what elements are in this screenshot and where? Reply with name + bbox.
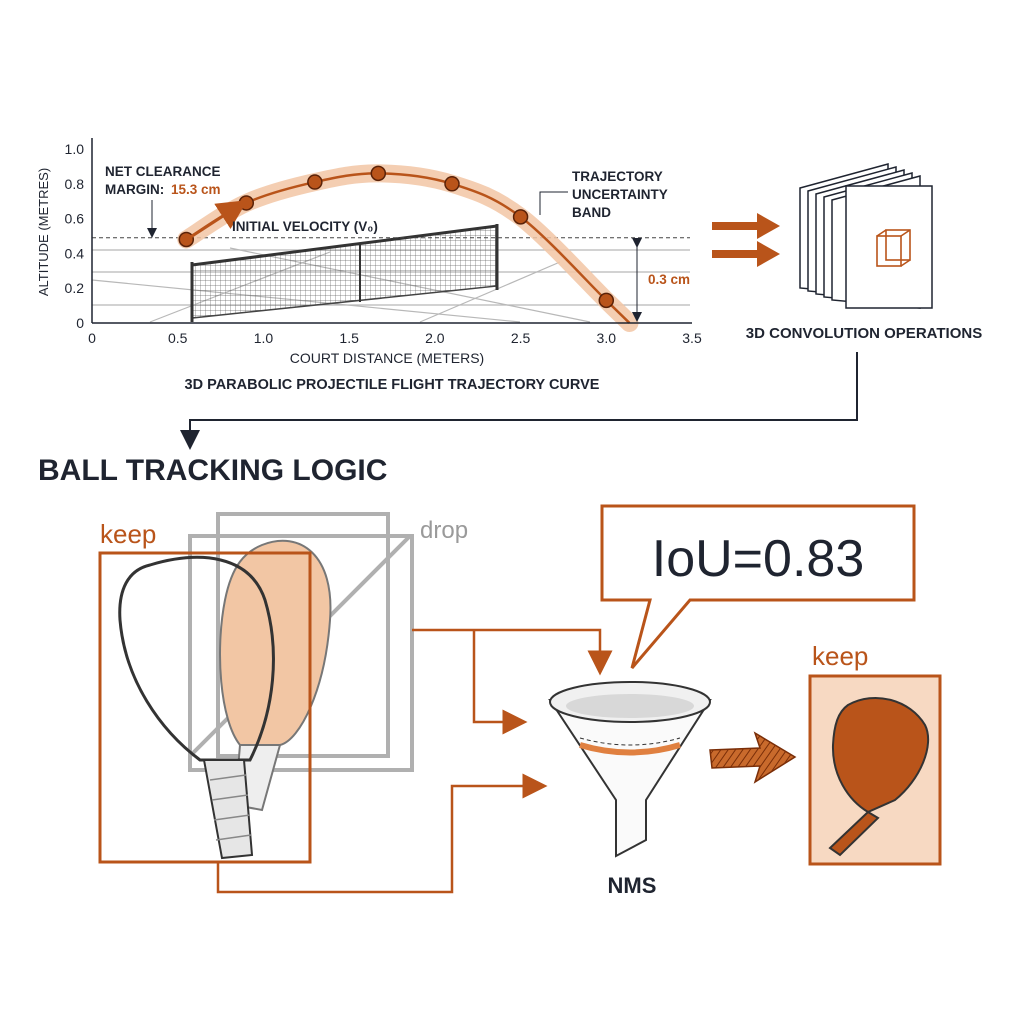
chart-title: 3D PARABOLIC PROJECTILE FLIGHT TRAJECTOR… bbox=[185, 377, 600, 393]
y-tick-label: 0.4 bbox=[65, 245, 85, 261]
net-clearance-label-1: NET CLEARANCE bbox=[105, 164, 221, 179]
paddle-front-icon bbox=[118, 555, 275, 860]
trajectory-point bbox=[512, 209, 529, 225]
x-tick-label: 0 bbox=[88, 330, 96, 346]
kept-paddle-icon bbox=[828, 696, 930, 857]
nms-input-connectors bbox=[216, 628, 613, 894]
section-title: BALL TRACKING LOGIC bbox=[38, 454, 387, 487]
x-tick-label: 1.5 bbox=[339, 330, 359, 346]
drop-label: drop bbox=[420, 517, 468, 544]
tennis-net bbox=[190, 224, 499, 322]
uncertainty-label-2: UNCERTAINTY bbox=[572, 187, 668, 202]
x-tick-label: 0.5 bbox=[168, 330, 188, 346]
conv-stack-icon bbox=[799, 163, 933, 309]
conv-label: 3D CONVOLUTION OPERATIONS bbox=[746, 325, 982, 342]
keep-label-right: keep bbox=[812, 641, 868, 671]
nms-output-arrow bbox=[709, 731, 797, 784]
x-tick-label: 3.0 bbox=[597, 330, 617, 346]
uncertainty-label-1: TRAJECTORY bbox=[572, 169, 663, 184]
initial-velocity-label: INITIAL VELOCITY (V₀) bbox=[232, 219, 378, 234]
x-tick-label: 1.0 bbox=[254, 330, 274, 346]
uncertainty-pointer bbox=[539, 191, 568, 215]
x-tick-label: 3.5 bbox=[682, 330, 702, 346]
net-clearance-label-2: MARGIN: 15.3 cm bbox=[105, 182, 221, 197]
nms-label: NMS bbox=[608, 873, 657, 898]
height-dimension-label: 0.3 cm bbox=[648, 272, 690, 287]
y-axis-label: ALTITUDE (METRES) bbox=[36, 168, 51, 296]
y-tick-label: 0 bbox=[76, 315, 84, 331]
trajectory-point bbox=[307, 174, 323, 190]
trajectory-point bbox=[238, 195, 255, 211]
trajectory-curve bbox=[185, 172, 631, 324]
x-axis-label: COURT DISTANCE (METERS) bbox=[290, 350, 484, 366]
initial-velocity-arrow bbox=[185, 200, 248, 242]
keep-label-left: keep bbox=[100, 519, 156, 549]
trajectory-point bbox=[444, 176, 460, 192]
trajectory-point bbox=[370, 165, 387, 182]
y-tick-label: 1.0 bbox=[65, 141, 85, 157]
y-tick-labels: 0 0.2 0.4 0.6 0.8 1.0 bbox=[65, 141, 85, 331]
x-tick-label: 2.0 bbox=[425, 330, 445, 346]
y-tick-label: 0.8 bbox=[65, 176, 85, 192]
x-tick-label: 2.5 bbox=[511, 330, 531, 346]
conv-to-tracking-connector bbox=[180, 352, 858, 450]
keep-box-left bbox=[98, 551, 312, 864]
nms-funnel-icon bbox=[548, 681, 712, 858]
trajectory-point bbox=[598, 292, 615, 309]
x-tick-labels: 0 0.5 1.0 1.5 2.0 2.5 3.0 3.5 bbox=[88, 330, 702, 346]
iou-value: IoU=0.83 bbox=[652, 530, 865, 588]
uncertainty-label-3: BAND bbox=[572, 205, 611, 220]
iou-speech-bubble bbox=[600, 504, 916, 669]
y-tick-label: 0.2 bbox=[65, 280, 85, 296]
y-tick-label: 0.6 bbox=[65, 211, 85, 227]
conv-to-chart-arrows bbox=[712, 213, 780, 267]
